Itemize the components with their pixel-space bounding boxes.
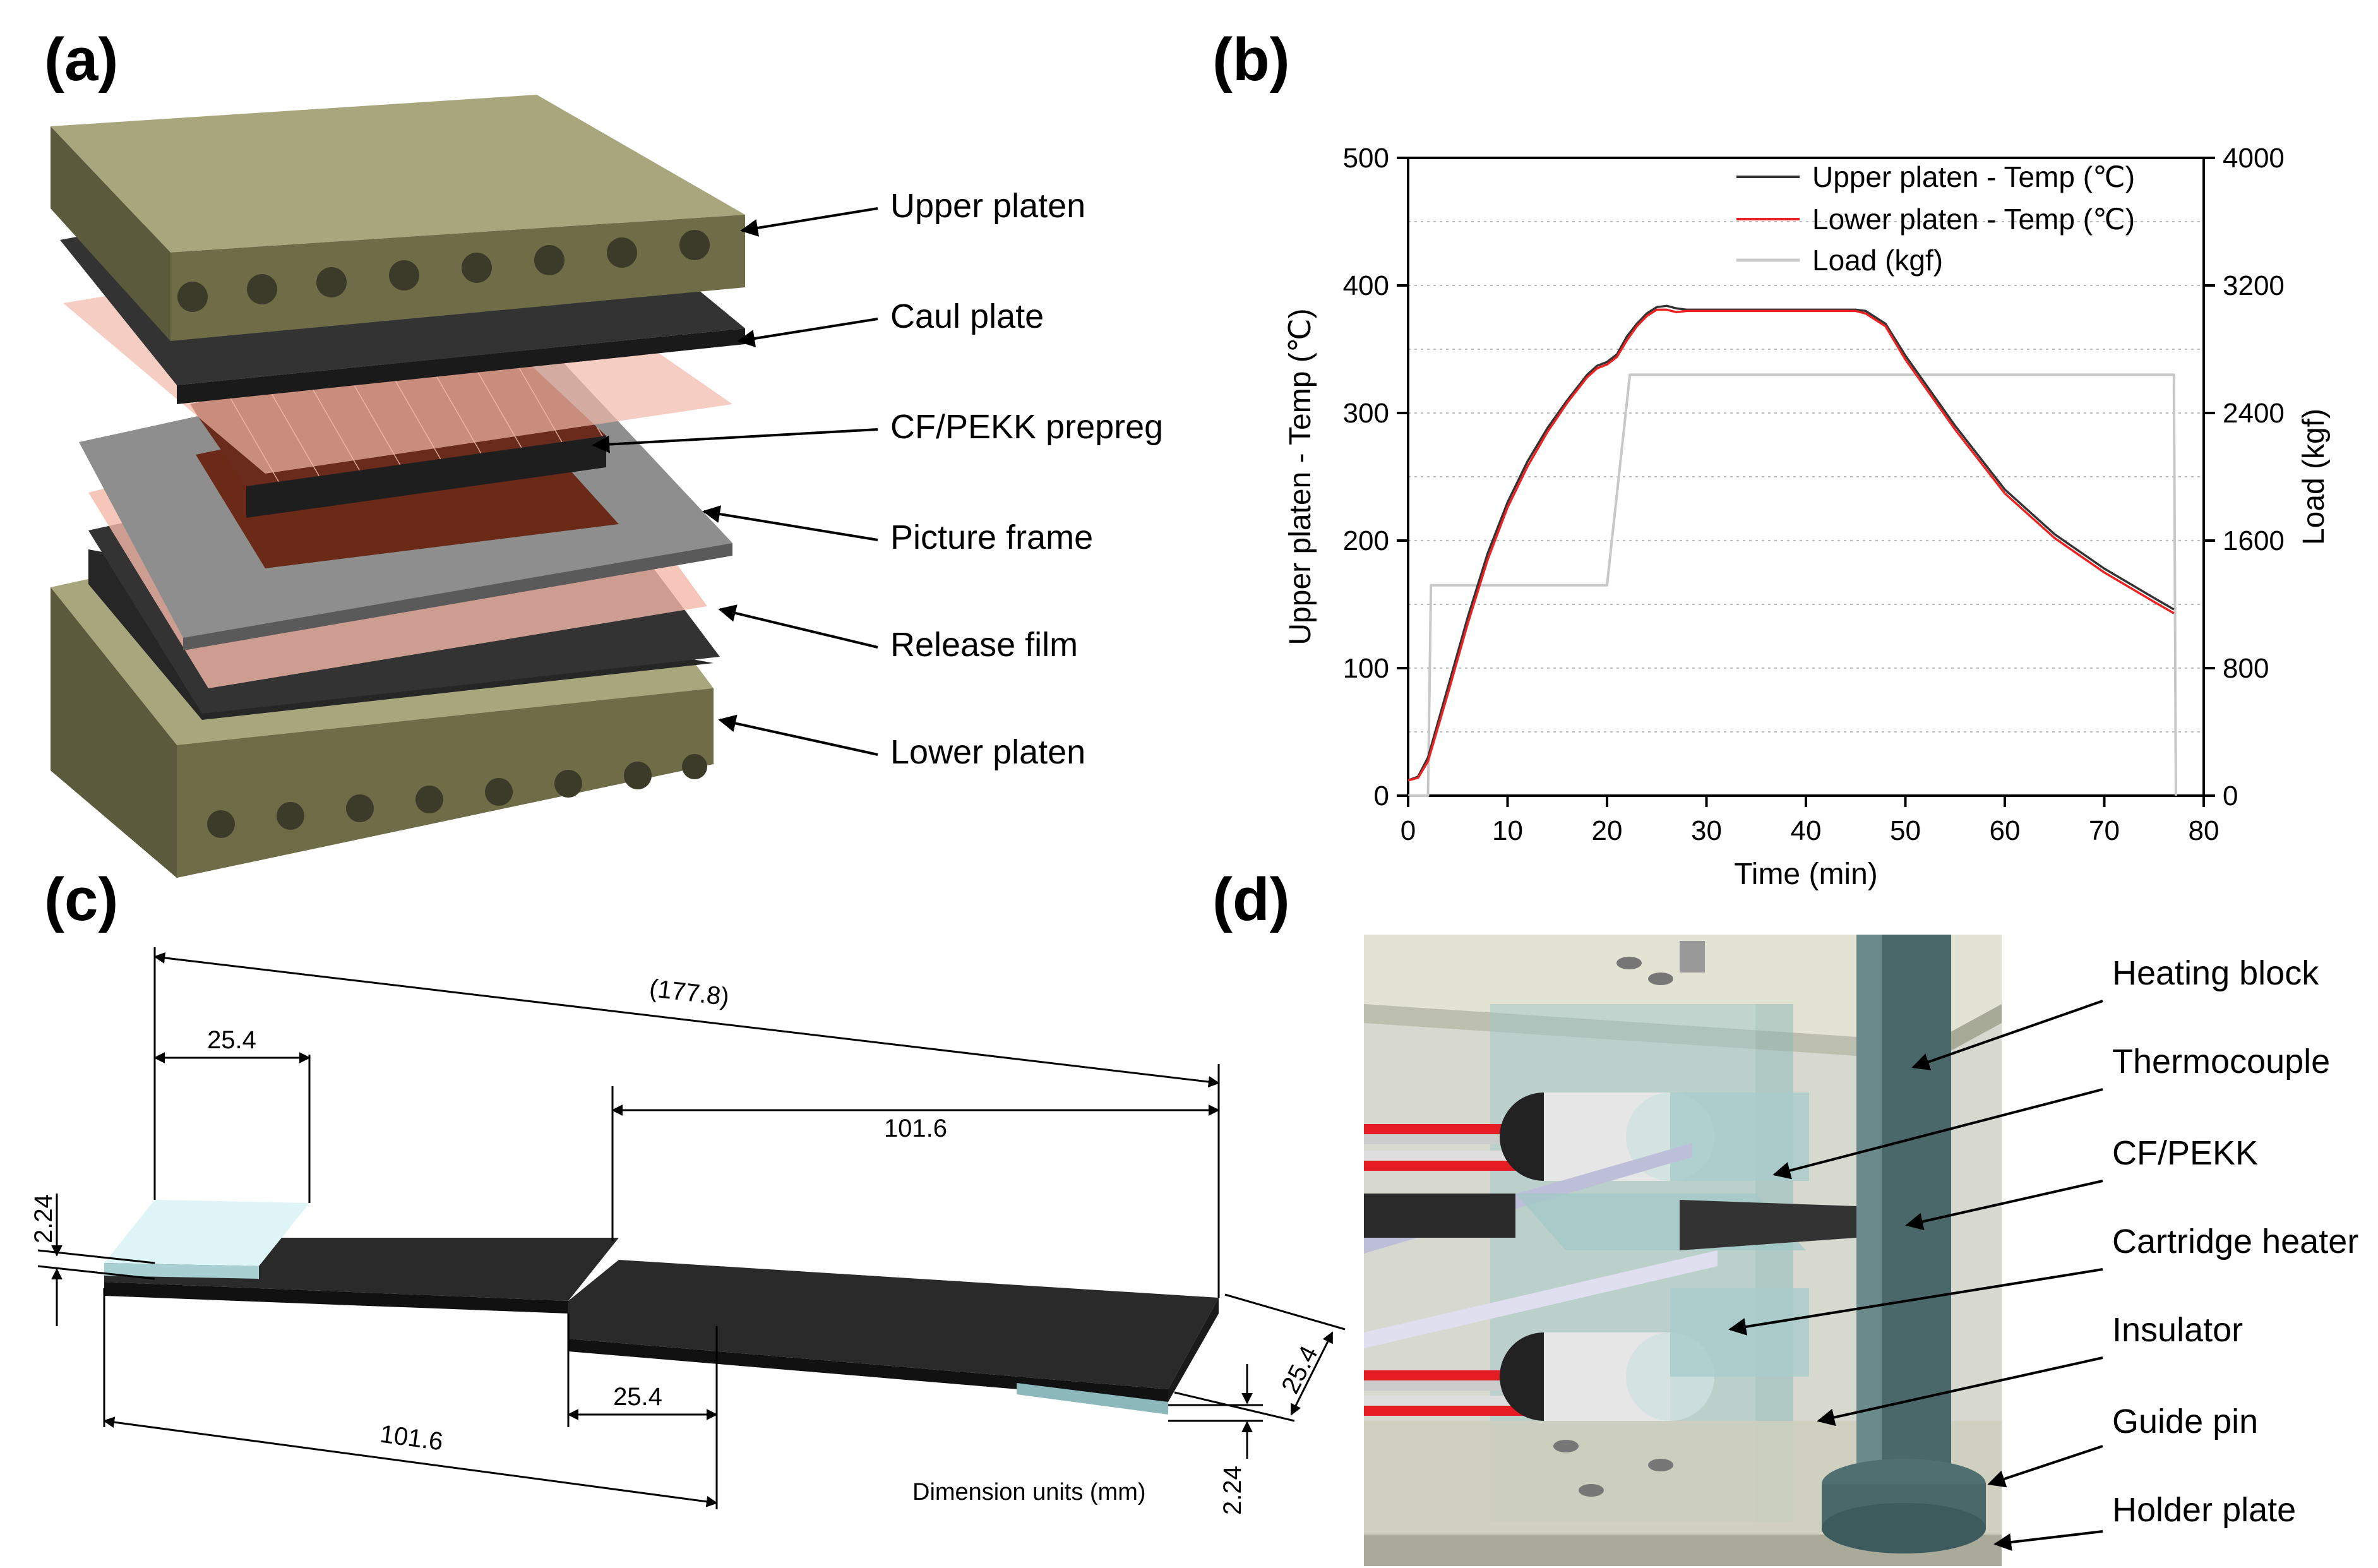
dim-left-thickness: 2.24: [30, 1194, 57, 1243]
y2-tick-label: 800: [2223, 653, 2269, 684]
right-tab: [1017, 1383, 1168, 1415]
y2-tick-label: 1600: [2223, 525, 2285, 556]
panel-d-callout-arrows: [1728, 1000, 2103, 1551]
y-tick-label: 400: [1343, 270, 1389, 301]
x-axis-label: Time (min): [1734, 858, 1878, 891]
panel-a-label: (a): [44, 26, 119, 93]
x-tick-label: 50: [1890, 815, 1921, 846]
y-axis-label: Upper platen - Temp (℃): [1284, 308, 1317, 645]
right-adherend: [568, 1260, 1219, 1389]
dimension-units-note: Dimension units (mm): [912, 1479, 1146, 1505]
y-tick-label: 300: [1343, 398, 1389, 429]
lower-platen-holes: [207, 754, 707, 838]
callout-thermocouple: Thermocouple: [2112, 1043, 2331, 1080]
panel-a-illustration: [51, 95, 878, 878]
dim-tab-length: 25.4: [207, 1026, 256, 1054]
callout-picture-frame: Picture frame: [890, 518, 1094, 556]
left-tab: [104, 1200, 309, 1266]
x-tick-label: 30: [1691, 815, 1722, 846]
dim-right-thickness: 2.24: [1219, 1466, 1246, 1515]
callout-lower-platen: Lower platen: [890, 733, 1086, 771]
dim-width: 25.4: [1276, 1341, 1323, 1397]
chart-grid: [1408, 221, 2204, 733]
dim-left-adherend-length: 101.6: [378, 1420, 445, 1456]
x-tick-label: 80: [2189, 815, 2220, 846]
specimen: [1364, 1194, 1515, 1238]
y2-axis-label: Load (kgf): [2297, 409, 2331, 545]
callout-heating-block: Heating block: [2112, 954, 2319, 992]
x-tick-label: 20: [1592, 815, 1623, 846]
dim-overlap-length: 25.4: [613, 1383, 662, 1411]
callout-holder-plate: Holder plate: [2112, 1491, 2297, 1529]
upper-platen: [51, 95, 745, 341]
legend-label-upper: Upper platen - Temp (℃): [1812, 160, 2135, 193]
panel-c-label: (c): [44, 866, 119, 933]
series-load: [1408, 373, 2177, 797]
upper-platen-holes: [177, 230, 710, 312]
panel-d-fixture-illustration: [1364, 935, 2103, 1566]
dim-overall-length: (177.8): [648, 974, 731, 1012]
y2-tick-label: 2400: [2223, 398, 2285, 429]
dimension-lines: [37, 947, 1346, 1509]
panel-c-specimen-drawing: (177.8) 25.4 101.6 2.24 25.4 101.6 2.24 …: [30, 947, 1346, 1515]
chart-series: [1407, 304, 2177, 797]
y-tick-label: 100: [1343, 653, 1389, 684]
callout-cartridge-heater: Cartridge heater: [2112, 1223, 2359, 1260]
callout-caul-plate: Caul plate: [890, 297, 1044, 335]
y2-tick-label: 4000: [2223, 143, 2285, 174]
x-tick-label: 0: [1401, 815, 1416, 846]
legend-label-lower: Lower platen - Temp (℃): [1812, 203, 2135, 236]
panel-d-label: (d): [1212, 866, 1290, 933]
dim-right-adherend-length: 101.6: [884, 1115, 947, 1142]
x-tick-label: 40: [1791, 815, 1822, 846]
panel-a-callout-arrows: [592, 207, 878, 756]
panel-b-label: (b): [1212, 26, 1290, 93]
callout-upper-platen: Upper platen: [890, 187, 1086, 225]
callout-cf-pekk-prepreg: CF/PEKK prepreg: [890, 408, 1164, 446]
y2-tick-label: 3200: [2223, 270, 2285, 301]
y-tick-label: 0: [1374, 781, 1389, 811]
y2-tick-label: 0: [2223, 781, 2238, 811]
x-tick-label: 10: [1492, 815, 1523, 846]
y-tick-label: 500: [1343, 143, 1389, 174]
series-upper-platen-temp: [1407, 304, 2175, 782]
callout-insulator: Insulator: [2112, 1311, 2244, 1349]
series-lower-platen-temp: [1407, 308, 2175, 782]
legend-label-load: Load (kgf): [1812, 244, 1943, 277]
chart-legend: Upper platen - Temp (℃) Lower platen - T…: [1736, 160, 2135, 277]
y-tick-label: 200: [1343, 525, 1389, 556]
callout-cf-pekk: CF/PEKK: [2112, 1134, 2259, 1172]
callout-release-film: Release film: [890, 626, 1078, 664]
x-tick-label: 60: [1990, 815, 2021, 846]
x-tick-label: 70: [2089, 815, 2120, 846]
callout-guide-pin: Guide pin: [2112, 1403, 2259, 1440]
